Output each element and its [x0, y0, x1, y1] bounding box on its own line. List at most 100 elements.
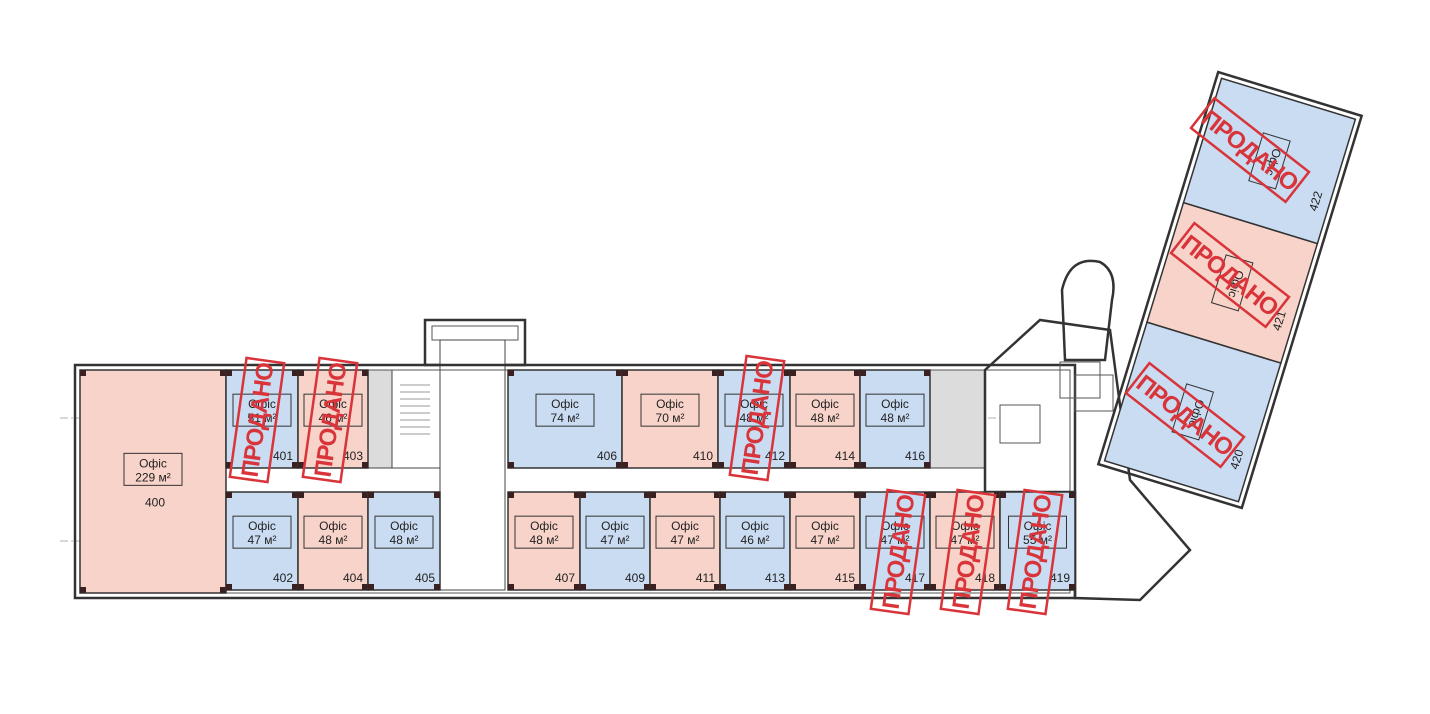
room-number: 406	[597, 449, 617, 463]
column-marker	[790, 462, 796, 468]
room-number: 415	[835, 571, 855, 585]
column-marker	[434, 492, 440, 498]
column-marker	[924, 584, 930, 590]
room-number: 414	[835, 449, 855, 463]
room-type-label: Офіс	[551, 397, 579, 411]
column-marker	[80, 370, 86, 376]
room-label-box	[303, 393, 363, 427]
room-area: 46 м²	[319, 411, 348, 425]
room-label-box	[795, 393, 855, 427]
column-marker	[854, 462, 860, 468]
sold-stamp-frame	[1006, 488, 1064, 616]
room-label-box	[303, 515, 363, 549]
room-label-box	[514, 515, 574, 549]
room-number: 413	[765, 571, 785, 585]
room-number: 401	[273, 449, 293, 463]
room-label-box	[795, 515, 855, 549]
column-marker	[860, 370, 866, 376]
sold-stamp-frame	[301, 356, 359, 484]
column-marker	[292, 462, 298, 468]
column-marker	[622, 370, 628, 376]
room-area: 47 м²	[248, 533, 277, 547]
room-type-label: Офіс	[319, 519, 347, 533]
column-marker	[80, 587, 86, 593]
column-marker	[298, 492, 304, 498]
room-type-label: Офіс	[811, 519, 839, 533]
room-area: 47 м²	[951, 533, 980, 547]
room-number: 410	[693, 449, 713, 463]
room-label-box	[725, 515, 785, 549]
column-marker	[854, 584, 860, 590]
column-marker	[644, 584, 650, 590]
room-area: 46 м²	[741, 533, 770, 547]
room-fill	[225, 491, 299, 591]
room-area: 51 м²	[248, 411, 277, 425]
column-marker	[1069, 492, 1075, 498]
room-number: 419	[1050, 571, 1070, 585]
building-structure	[60, 259, 1192, 602]
column-marker	[860, 462, 866, 468]
room-type-label: Офіс	[951, 519, 979, 533]
column-marker	[298, 462, 304, 468]
column-marker	[718, 462, 724, 468]
column-marker	[574, 584, 580, 590]
room-type-label: Офіс	[601, 519, 629, 533]
room-label-box	[232, 393, 292, 427]
room-label-box	[123, 452, 183, 486]
column-marker	[790, 370, 796, 376]
sold-stamp-frame	[1124, 361, 1246, 469]
column-marker	[994, 492, 1000, 498]
room-type-label: Офіс	[1024, 519, 1052, 533]
room-area: 70 м²	[656, 411, 685, 425]
column-marker	[434, 584, 440, 590]
room-type-label: Офіс	[656, 397, 684, 411]
column-marker	[508, 584, 514, 590]
room-label-box	[1171, 383, 1215, 441]
column-marker	[784, 584, 790, 590]
column-marker	[580, 584, 586, 590]
column-marker	[650, 492, 656, 498]
column-marker	[292, 492, 298, 498]
room-area: 48 м²	[530, 533, 559, 547]
room-fill	[579, 491, 651, 591]
room-label-box	[1008, 515, 1067, 549]
room-fill	[621, 369, 719, 469]
column-marker	[720, 492, 726, 498]
room-label-box	[535, 393, 595, 427]
column-marker	[616, 462, 622, 468]
room-area: 74 м²	[551, 411, 580, 425]
column-marker	[644, 492, 650, 498]
column-marker	[1069, 584, 1075, 590]
room-number: 417	[905, 571, 925, 585]
room-label-box	[865, 393, 925, 427]
room-label-box	[865, 515, 925, 549]
column-marker	[616, 370, 622, 376]
column-marker	[784, 370, 790, 376]
room-type-label: Офіс	[811, 397, 839, 411]
room-area: 55 м²	[1023, 533, 1052, 547]
sold-stamp-frame	[1189, 96, 1311, 204]
room-number: 407	[555, 571, 575, 585]
room-number: 416	[905, 449, 925, 463]
sold-stamp-frame	[869, 488, 927, 616]
